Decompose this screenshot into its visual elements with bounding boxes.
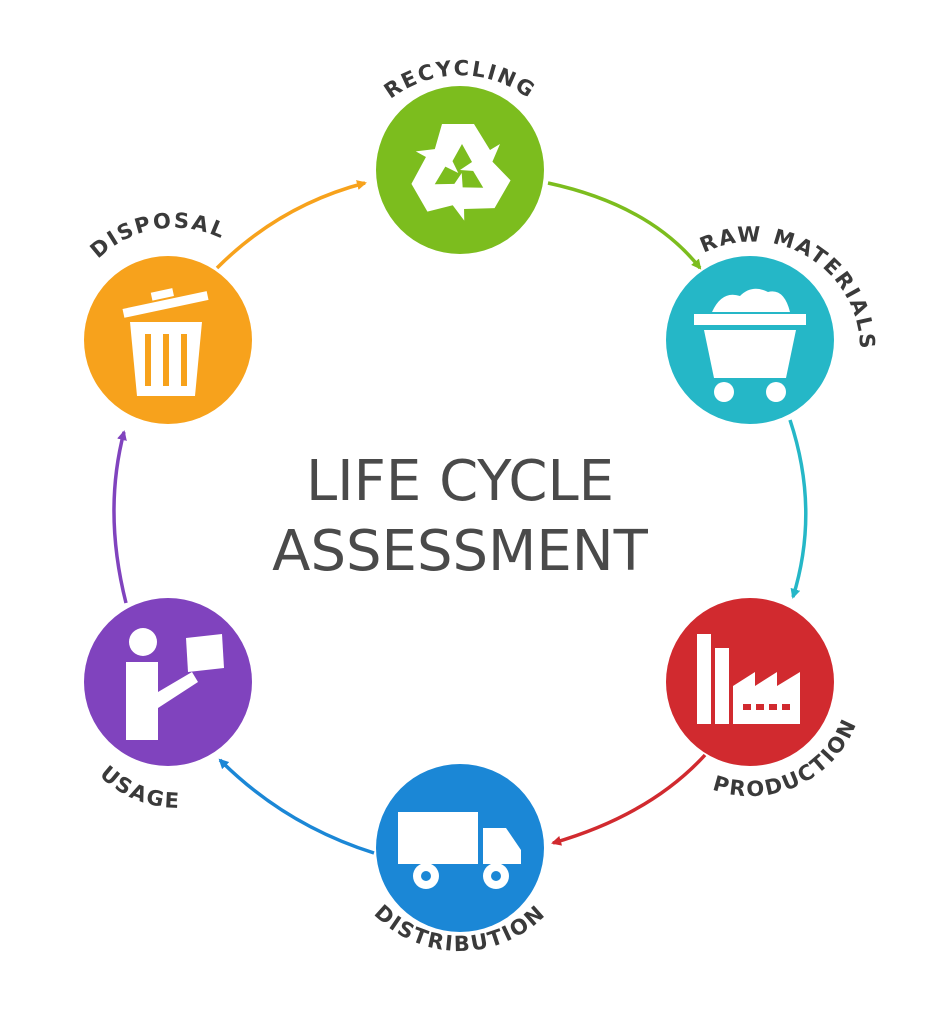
stage-raw-materials: RAW MATERIALS bbox=[666, 222, 877, 424]
stage-usage: USAGE bbox=[84, 598, 252, 813]
arrow-recycling-to-raw-materials bbox=[547, 181, 702, 270]
stage-distribution: DISTRIBUTION bbox=[370, 764, 548, 956]
usage-circle bbox=[84, 598, 252, 766]
disposal-label: DISPOSAL bbox=[86, 208, 230, 262]
stage-disposal: DISPOSAL bbox=[84, 208, 252, 424]
mine-cart-icon bbox=[694, 288, 806, 402]
title-line-1: LIFE CYCLE bbox=[306, 449, 614, 514]
arrow-distribution-to-usage bbox=[218, 758, 375, 855]
stage-recycling: RECYCLING bbox=[376, 56, 544, 254]
arrow-usage-to-disposal bbox=[112, 430, 128, 604]
arrow-raw-materials-to-production bbox=[788, 419, 808, 599]
person-with-box-icon bbox=[126, 628, 224, 740]
truck-icon bbox=[398, 812, 521, 889]
recycle-icon bbox=[411, 124, 511, 221]
trash-can-icon bbox=[122, 288, 209, 396]
stage-production: PRODUCTION bbox=[666, 598, 860, 801]
factory-icon bbox=[697, 634, 800, 724]
usage-label: USAGE bbox=[96, 761, 182, 813]
title-line-2: ASSESSMENT bbox=[272, 519, 648, 584]
arrow-disposal-to-recycling bbox=[215, 180, 367, 270]
arrow-production-to-distribution bbox=[551, 753, 707, 846]
